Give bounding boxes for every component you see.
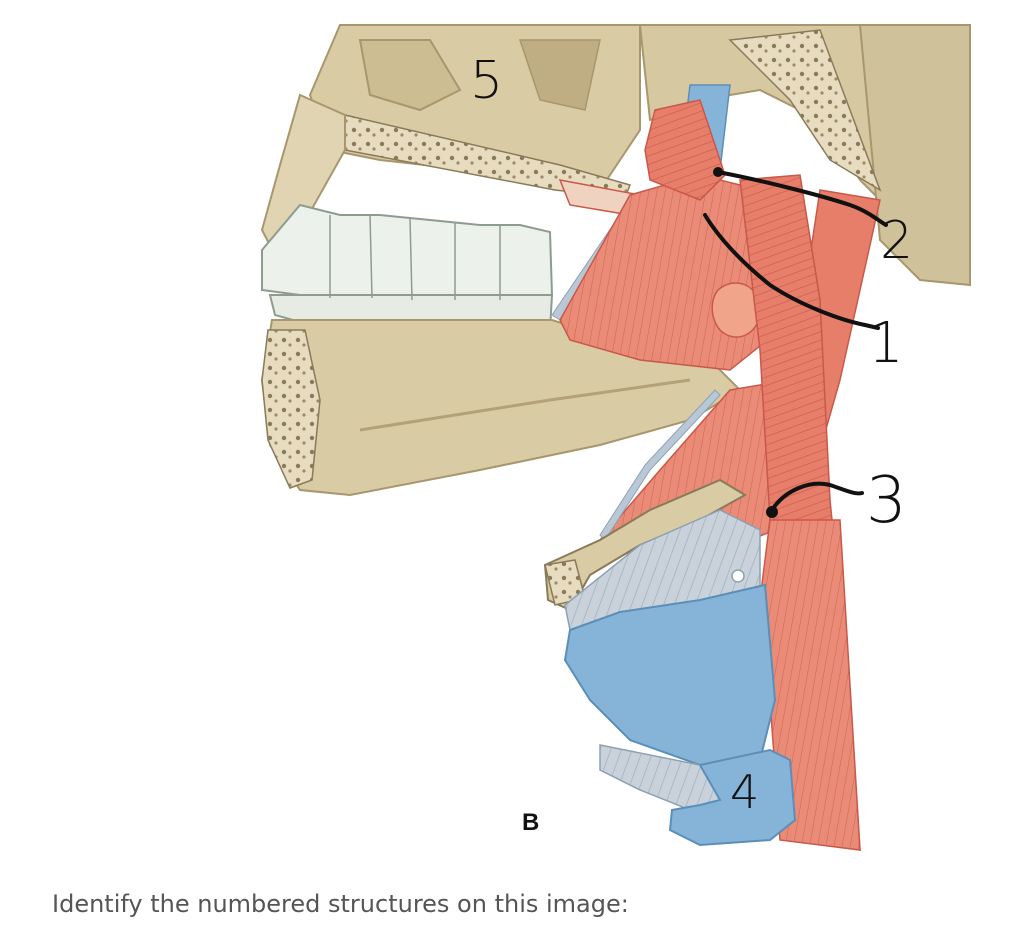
membrane-foramen	[731, 569, 745, 583]
panel-letter: B	[522, 809, 539, 836]
label-5: 5	[470, 51, 503, 111]
label-3: 3	[866, 464, 907, 538]
teeth	[261, 203, 554, 332]
label-line-2	[716, 170, 888, 227]
stylohyoid-ligament	[599, 389, 721, 541]
mandible-symphysis-section	[261, 329, 321, 489]
numeral-labels: 5 2 1 3 4 B	[470, 51, 913, 836]
occipital-bone	[858, 24, 971, 287]
skull-bones	[260, 24, 971, 287]
label-4: 4	[730, 765, 759, 819]
label-lines	[703, 167, 888, 518]
skull-section-spongy	[728, 29, 882, 192]
label-line-3	[770, 481, 864, 512]
mylohyoid-line	[359, 378, 691, 432]
cricoid-cartilage	[668, 748, 797, 847]
label-2: 2	[880, 211, 913, 271]
question-text: Identify the numbered structures on this…	[52, 890, 629, 918]
orbit-shadow	[518, 39, 601, 111]
upper-teeth	[261, 203, 554, 302]
label-1: 1	[868, 311, 904, 376]
mandible	[260, 319, 742, 497]
label-line-1	[703, 213, 880, 330]
larynx	[563, 509, 797, 847]
label-dot-2	[713, 167, 723, 177]
nasal-cavity	[358, 39, 462, 112]
label-dot-3	[766, 506, 778, 518]
levator-veli-palatini	[644, 99, 726, 201]
palatine-tonsil	[711, 282, 761, 338]
